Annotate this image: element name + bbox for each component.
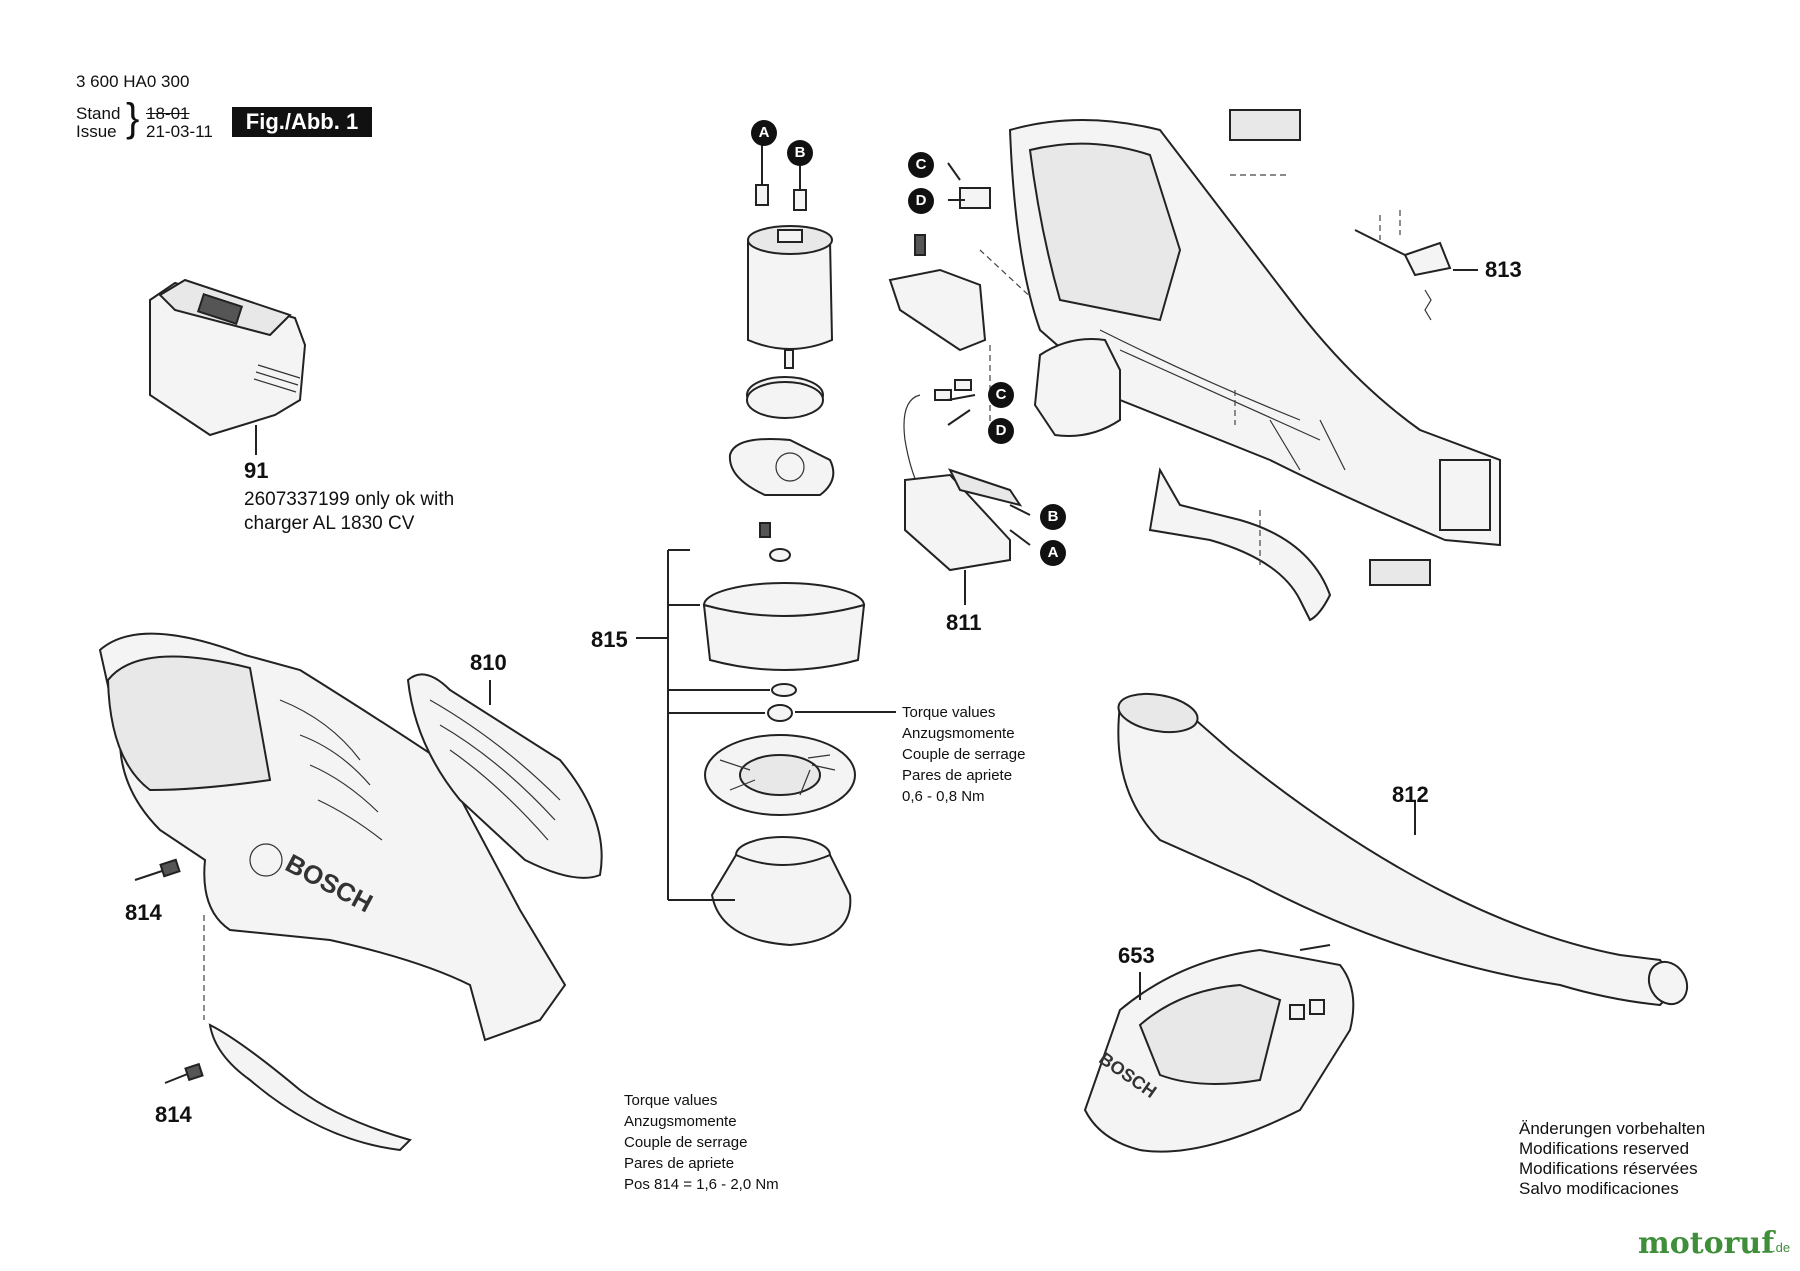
callout-battery: 91 <box>244 458 269 483</box>
torque-screws-line4: Pares de apriete <box>624 1155 735 1172</box>
issue-label: Issue <box>76 122 117 141</box>
torque-fan-line5: 0,6 - 0,8 Nm <box>902 788 985 805</box>
figure-label: Fig./Abb. 1 <box>232 107 372 137</box>
callout-screw-top: 814 <box>125 900 162 925</box>
connector-badge-d-top: D <box>908 188 934 214</box>
connector-badge-c-top: C <box>908 152 934 178</box>
brace-icon: } <box>126 96 140 140</box>
torque-fan-line1: Torque values <box>902 704 996 721</box>
disclaimer-line3: Modifications réservées <box>1519 1159 1698 1178</box>
bottom-grate <box>164 915 412 1152</box>
callout-fan-group: 815 <box>591 627 628 652</box>
callout-switch: 811 <box>946 610 982 635</box>
disclaimer-line4: Salvo modificaciones <box>1519 1179 1679 1198</box>
disclaimer-line1: Änderungen vorbehalten <box>1519 1119 1706 1138</box>
torque-fan-line2: Anzugsmomente <box>902 725 1015 742</box>
connector-badge-b-top: B <box>787 140 813 166</box>
disclaimer-line2: Modifications reserved <box>1519 1139 1690 1158</box>
charger <box>1083 944 1355 1153</box>
torque-fan-line4: Pares de apriete <box>902 767 1013 784</box>
connector-badge-a-top: A <box>751 120 777 146</box>
switch-assembly <box>888 162 1051 605</box>
torque-screws-line1: Torque values <box>624 1092 718 1109</box>
torque-screws-line3: Couple de serrage <box>624 1134 748 1151</box>
callout-charger: 653 <box>1118 943 1155 968</box>
callout-tube: 812 <box>1392 782 1429 807</box>
latch <box>1354 210 1478 321</box>
housing-half-left <box>98 632 567 1042</box>
battery-pack <box>149 278 307 455</box>
torque-screws-line2: Anzugsmomente <box>624 1113 737 1130</box>
connector-badge-c-wire: C <box>988 382 1014 408</box>
connector-badge-d-wire: D <box>988 418 1014 444</box>
motor <box>747 145 834 369</box>
air-guide <box>1033 109 1431 622</box>
torque-screws-line5: Pos 814 = 1,6 - 2,0 Nm <box>624 1176 779 1193</box>
callout-latch: 813 <box>1485 257 1522 282</box>
blow-tube <box>1117 692 1689 1007</box>
housing-half-right <box>1008 119 1501 547</box>
watermark-tld: .de <box>1772 1240 1791 1255</box>
connector-badge-b-wire: B <box>1040 504 1066 530</box>
connector-badge-a-wire: A <box>1040 540 1066 566</box>
fan-assembly <box>636 376 896 947</box>
watermark-brand: motoruf <box>1638 1226 1775 1261</box>
battery-note-line1: 2607337199 only ok with <box>244 489 455 510</box>
old-date: 18-01 <box>146 104 190 123</box>
torque-fan-line3: Couple de serrage <box>902 746 1026 763</box>
battery-note-line2: charger AL 1830 CV <box>244 513 415 534</box>
cover <box>406 673 603 879</box>
stand-label: Stand <box>76 104 121 123</box>
callout-cover: 810 <box>470 650 507 675</box>
part-number: 3 600 HA0 300 <box>76 72 190 91</box>
issue-date: 21-03-11 <box>146 122 213 141</box>
callout-screw-bottom: 814 <box>155 1102 192 1127</box>
